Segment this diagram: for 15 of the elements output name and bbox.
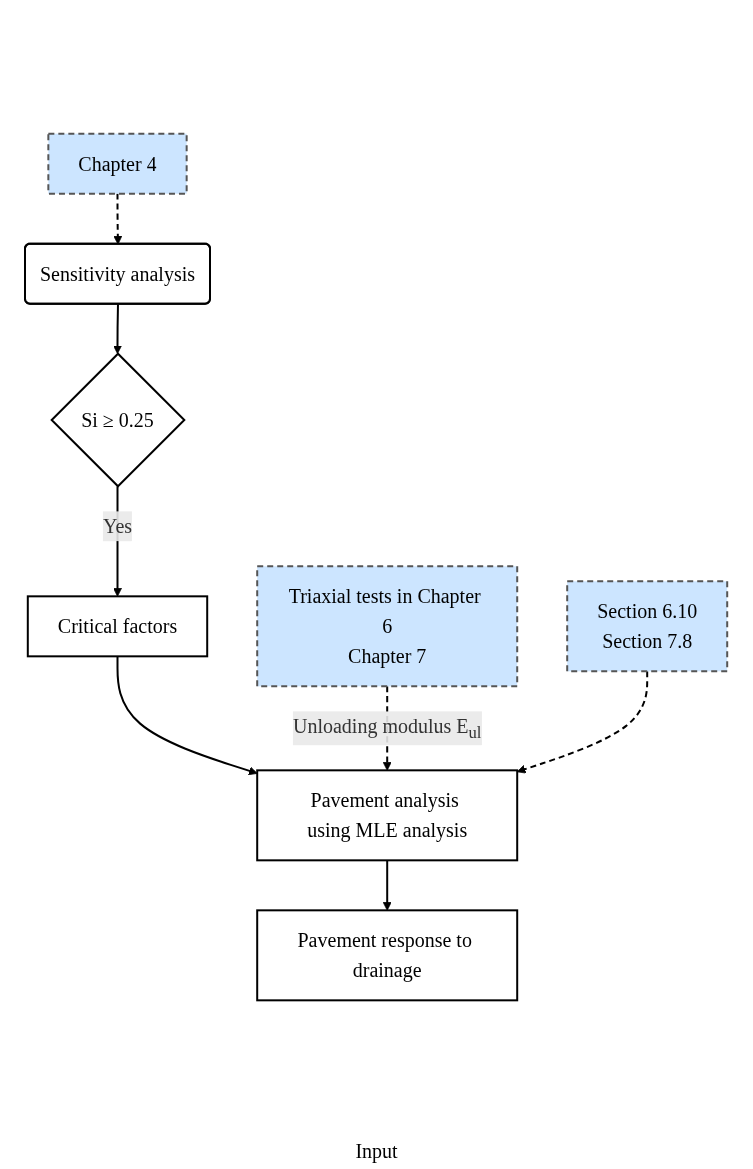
node-box: Critical factors — [27, 595, 209, 658]
arrow — [116, 655, 258, 776]
node-box: Chapter 4 — [47, 132, 189, 195]
edge-label: Unloading modulus E$_{ul}$ — [293, 715, 482, 743]
arrow — [113, 192, 123, 245]
node-box: Triaxial tests in Chapter 6 Chapter 7 — [256, 565, 519, 688]
node-box: Section 6.10 Section 7.8 — [566, 580, 729, 673]
arrow — [383, 859, 392, 911]
note-text: Input — [355, 1140, 398, 1163]
edge-label: Yes — [103, 515, 133, 538]
arrow — [517, 670, 649, 774]
node-box: Pavement response to drainage — [256, 909, 519, 1002]
node-diamond: Si ≥ 0.25 — [50, 352, 187, 488]
node-box: Pavement analysis using MLE analysis — [256, 769, 519, 862]
arrow — [113, 303, 123, 355]
